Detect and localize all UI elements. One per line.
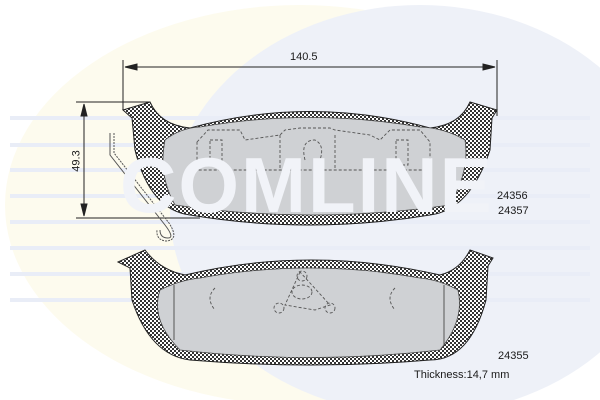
height-dimension-line — [76, 101, 200, 219]
width-dimension-label: 140.5 — [290, 51, 318, 63]
lower-brake-pad — [116, 249, 494, 366]
part-number-upper-1: 24356 — [497, 190, 528, 202]
part-number-lower: 24355 — [498, 350, 529, 362]
width-dimension-line — [122, 60, 498, 116]
watermark-text: COMLINE — [120, 141, 494, 229]
thickness-label: Thickness:14,7 mm — [414, 369, 510, 381]
upper-brake-pad — [121, 101, 498, 226]
upper-pad-outline-detail — [196, 127, 431, 171]
height-dimension-label: 49.3 — [70, 150, 83, 172]
spring-clip — [109, 133, 175, 242]
part-number-upper-2: 24357 — [498, 205, 529, 217]
lower-pad-outline-detail — [209, 270, 396, 314]
